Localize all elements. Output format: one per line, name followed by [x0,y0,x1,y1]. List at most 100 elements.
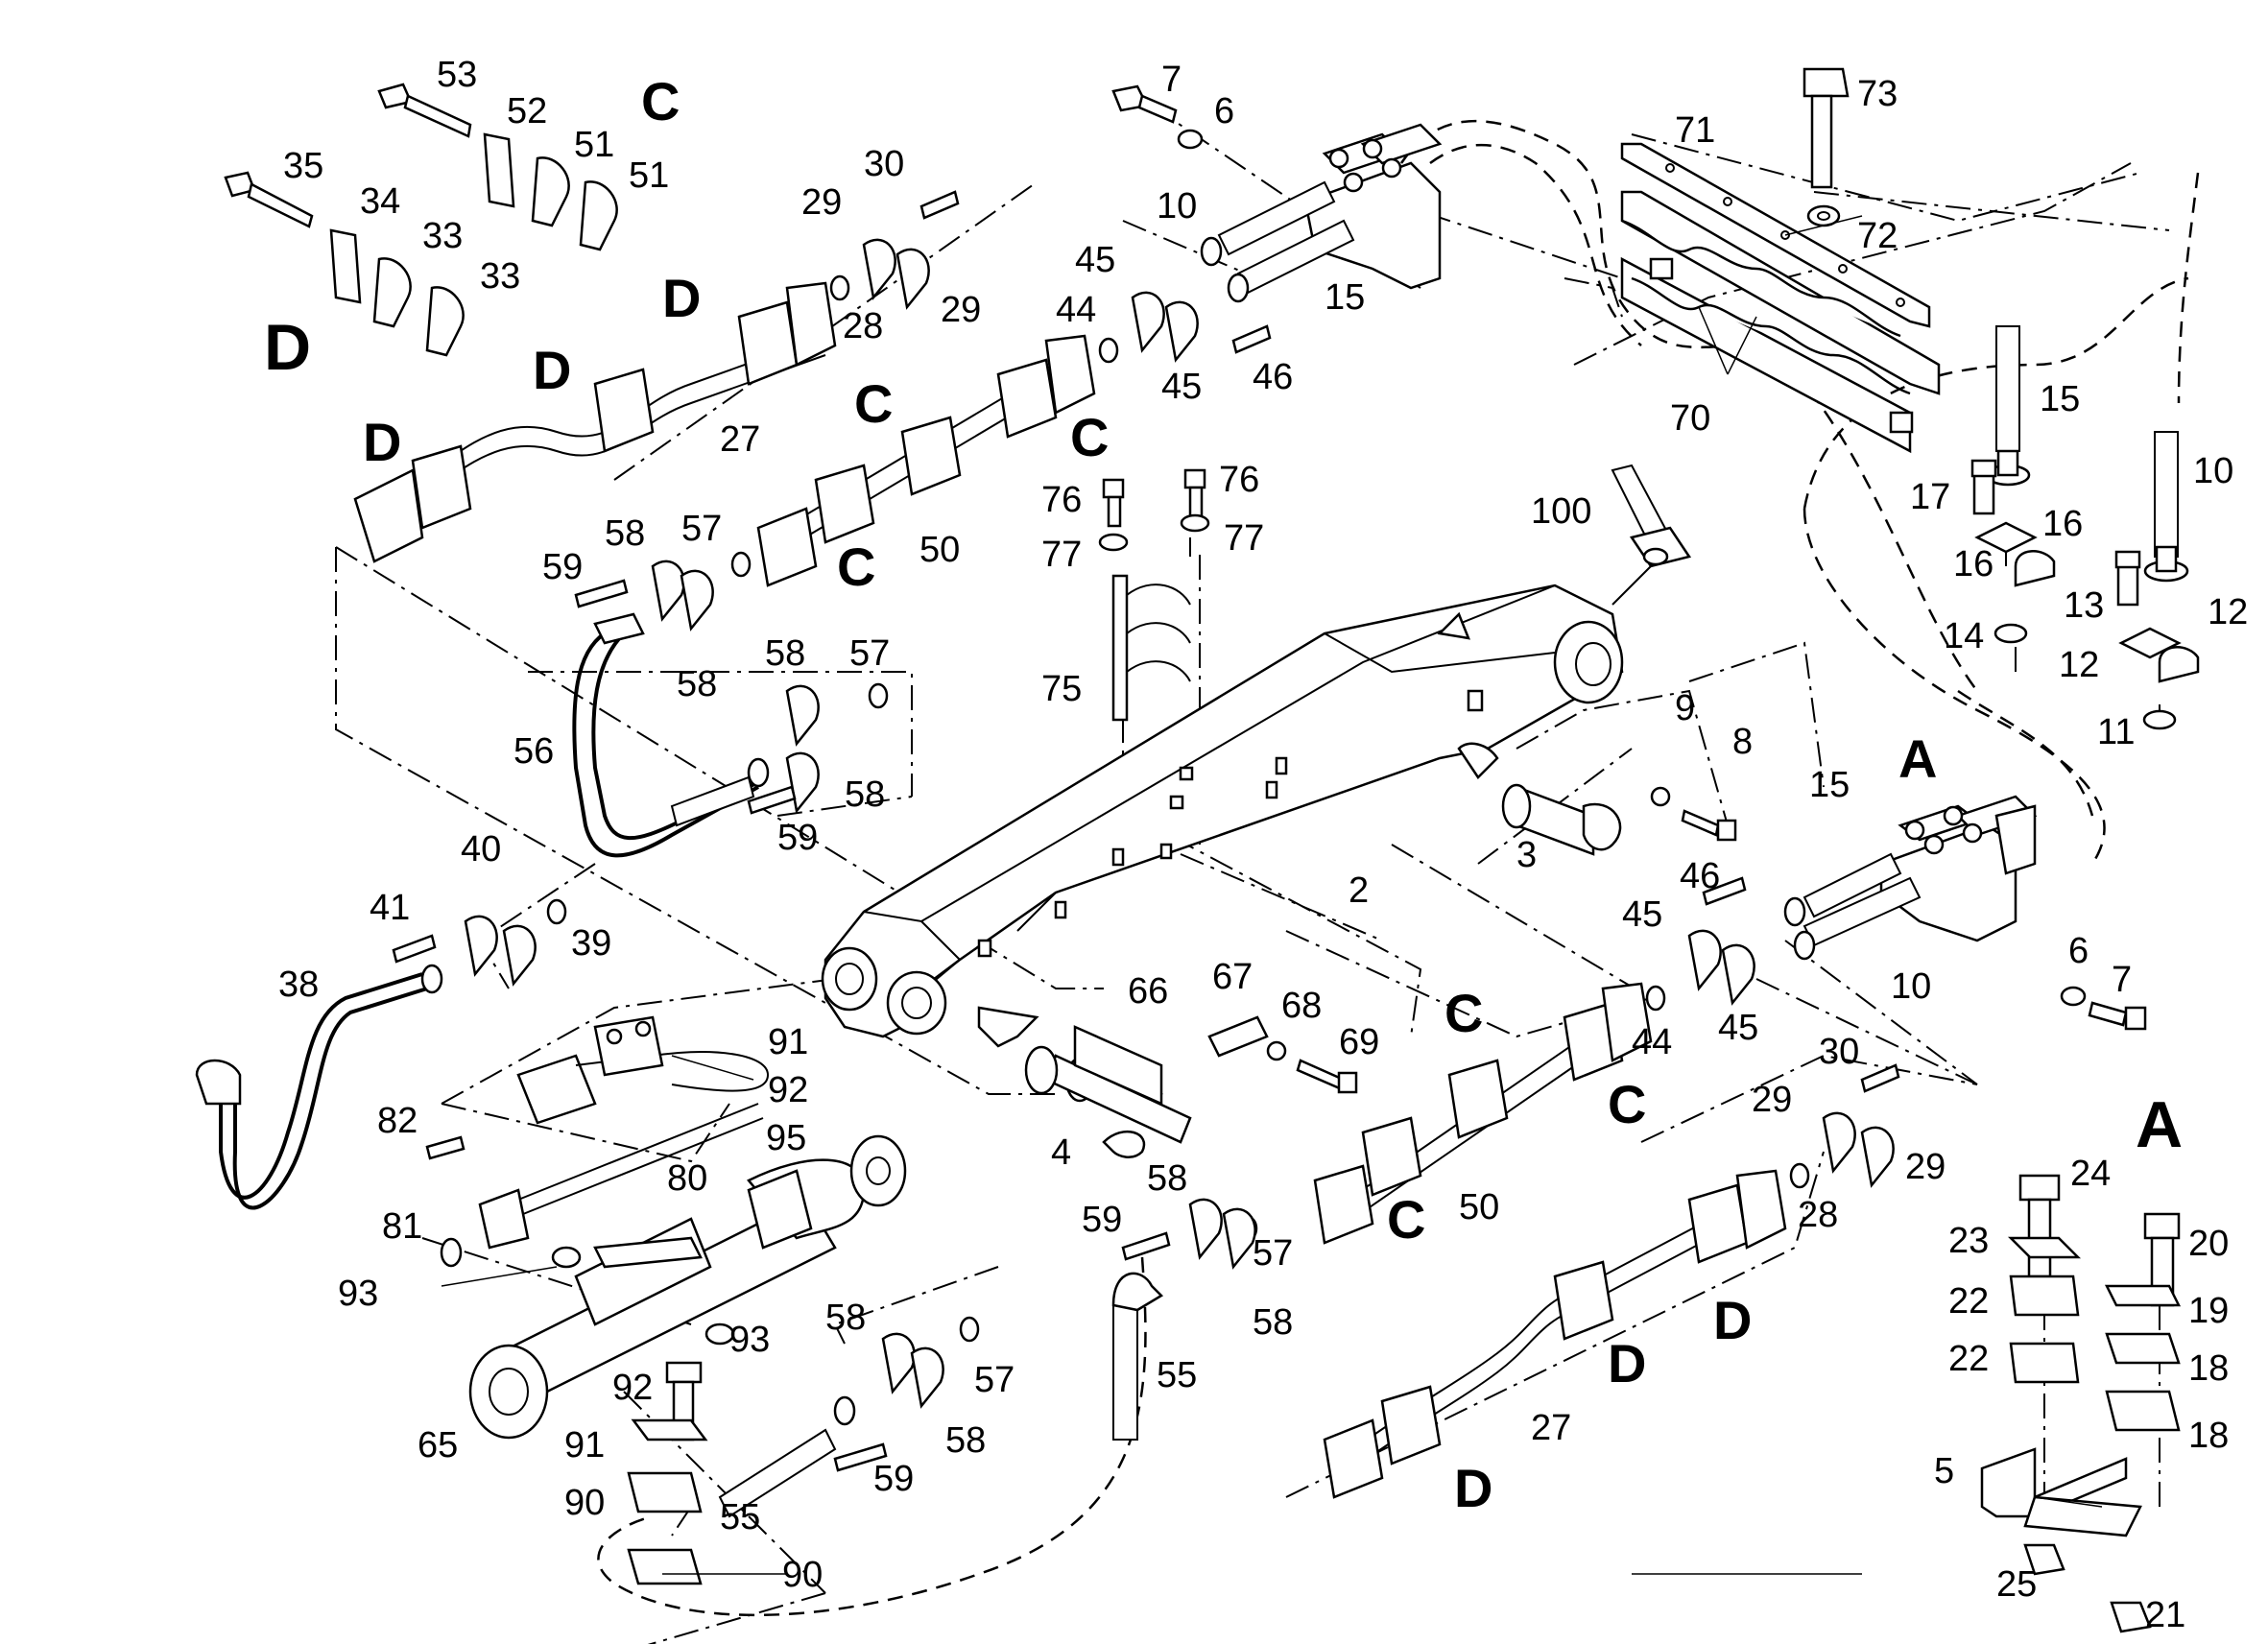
callout: 67 [1212,957,1253,997]
callout: 57 [681,509,722,549]
callout: 29 [1752,1080,1792,1120]
callout: 53 [437,55,477,95]
callout: 71 [1675,110,1715,151]
callout: 16 [1953,544,1993,584]
bracket-75 [1098,468,1210,722]
callout: 46 [1680,856,1720,896]
callout: 95 [766,1118,806,1158]
callout: 19 [2188,1291,2229,1331]
callout: 100 [1531,491,1591,532]
callout: 45 [1718,1008,1758,1048]
callout: 4 [1051,1132,1071,1173]
callout: 15 [1809,765,1850,805]
cylinder-65 [468,1134,907,1440]
callout: 18 [2188,1416,2229,1456]
callout: 24 [2070,1154,2111,1194]
callout: 29 [801,182,842,223]
callout: 7 [1161,60,1182,100]
callout: 33 [480,256,520,297]
callout: 51 [574,125,614,165]
section-letter: D [1454,1458,1492,1518]
callout: 73 [1857,74,1898,114]
callout: 17 [1910,477,1950,517]
tube-80 [425,1015,770,1268]
section-letter: D [533,340,571,400]
callout: 59 [542,547,583,587]
callout: 77 [1224,518,1264,559]
bracket-90-92 [627,1361,708,1585]
callout: 20 [2188,1224,2229,1264]
bracket-a-detail [1980,1174,2182,1633]
callout: 18 [2188,1348,2229,1389]
callout: 68 [1281,986,1322,1026]
right-side-small-parts [1970,325,2200,730]
callout: 58 [677,664,717,704]
tube-27-bottom [1323,1169,1787,1499]
callout: 91 [564,1425,605,1465]
callout: 75 [1041,669,1082,709]
callout: 57 [849,633,890,674]
small-fasteners [1207,786,1737,1094]
callout: 90 [782,1555,823,1595]
callout: 70 [1670,398,1710,439]
callout: 66 [1128,971,1168,1012]
callout: 81 [382,1206,422,1247]
callout: 59 [873,1459,914,1499]
callout: 57 [1253,1233,1293,1274]
callout: 41 [370,888,410,928]
tube-50-top [756,334,1096,587]
fittings-hose-56 [574,551,889,815]
callout: 50 [919,530,960,570]
callout: 72 [1857,216,1898,256]
hose-38 [195,898,567,1210]
leader-lines [441,215,2103,1575]
callout: 9 [1675,688,1695,728]
callout: 33 [422,216,463,256]
callout: 15 [1325,277,1365,318]
section-letter: A [2136,1088,2183,1161]
section-letter: D [662,268,701,328]
callout: 34 [360,181,400,222]
callout: 55 [1157,1355,1197,1395]
callout: 12 [2059,645,2099,685]
section-letter: A [1898,728,1937,789]
tube-27-top [353,281,837,563]
section-letter: C [837,536,875,597]
callout: 2 [1349,870,1369,911]
callout: 10 [2193,451,2233,491]
callout: 25 [1996,1564,2037,1605]
callout: 6 [2068,931,2089,971]
callout: 57 [974,1360,1015,1400]
section-letter: D [363,412,401,472]
callout: 58 [945,1420,986,1461]
fittings-bottom-right [1789,1063,1900,1189]
callout: 52 [507,91,547,131]
left-top-clamp-parts [224,83,618,357]
hose-55-center [1111,1198,1258,1441]
callout: 22 [1948,1339,1989,1379]
sensor-100 [1611,464,1692,606]
callout: 69 [1339,1022,1379,1062]
pins [1024,783,1622,1158]
callout: 27 [1531,1408,1571,1448]
callout: 92 [612,1368,653,1408]
callout: 21 [2145,1595,2185,1635]
section-letters: C D D D D C C C A C C C D D D A [264,71,2183,1518]
callout: 58 [765,633,805,674]
callout: 45 [1075,240,1115,280]
callout: 45 [1622,894,1662,935]
section-letter: C [1070,407,1109,467]
section-letter: D [264,311,311,384]
callout: 77 [1041,535,1082,575]
callout: 58 [845,774,885,815]
callout: 28 [843,306,883,346]
callout: 44 [1632,1022,1672,1062]
callout: 55 [720,1497,760,1537]
callout: 38 [278,965,319,1005]
callout: 28 [1798,1195,1838,1235]
callout: 6 [1214,91,1234,131]
fittings-top [829,84,1272,364]
section-letter: C [1608,1074,1646,1134]
section-letter: D [1608,1333,1646,1394]
